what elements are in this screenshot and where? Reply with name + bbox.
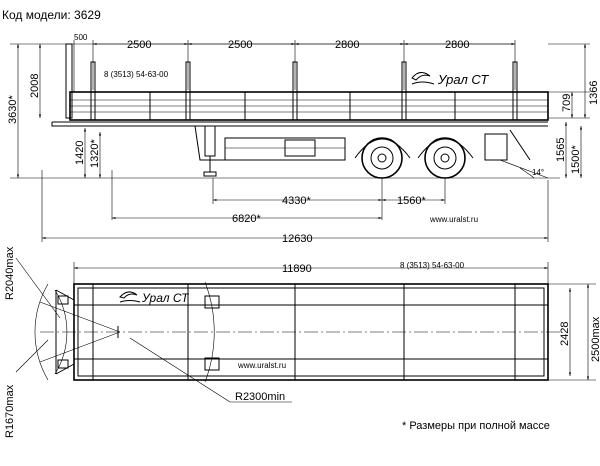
top-logo: Урал СТ bbox=[119, 291, 190, 305]
dim-2008: 2008 bbox=[29, 74, 41, 98]
side-logo: Урал СТ bbox=[411, 72, 489, 87]
dim-1320: 1320* bbox=[89, 139, 101, 168]
dim-2500max: 2500max bbox=[590, 316, 600, 362]
dim-2800-a: 2800 bbox=[335, 39, 359, 51]
dim-angle: 14° bbox=[532, 168, 544, 177]
dim-4330: 4330* bbox=[282, 195, 311, 207]
dim-709: 709 bbox=[561, 94, 573, 112]
top-view: 11890 8 (3513) 54-63-00 bbox=[4, 246, 600, 438]
dim-6820: 6820* bbox=[232, 213, 261, 225]
model-code-label: Код модели: 3629 bbox=[2, 8, 101, 22]
dim-2500-a: 2500 bbox=[127, 39, 151, 51]
dim-1560: 1560* bbox=[397, 195, 426, 207]
side-phone: 8 (3513) 54-63-00 bbox=[104, 70, 169, 79]
top-logo-text: Урал СТ bbox=[141, 291, 190, 305]
radius-1670max: R1670max bbox=[4, 384, 16, 438]
radius-2040max: R2040max bbox=[4, 246, 16, 300]
dim-12630: 12630 bbox=[282, 233, 313, 245]
radius-2300min: R2300min bbox=[235, 391, 285, 403]
side-view: 500 2500 2500 2800 2800 3630* 2008 1420 … bbox=[7, 33, 600, 245]
stake-posts bbox=[90, 61, 518, 121]
side-logo-text: Урал СТ bbox=[437, 72, 489, 87]
dim-3630: 3630* bbox=[7, 95, 19, 124]
dim-2500-b: 2500 bbox=[228, 39, 252, 51]
dim-1366: 1366 bbox=[588, 81, 600, 105]
side-url: www.uralst.ru bbox=[429, 215, 478, 224]
dim-1420: 1420 bbox=[74, 141, 86, 165]
deck-crossmembers bbox=[92, 284, 516, 380]
dim-11890: 11890 bbox=[282, 263, 312, 275]
footnote: * Размеры при полной массе bbox=[402, 420, 550, 432]
top-url: www.uralst.ru bbox=[237, 361, 286, 370]
dim-500: 500 bbox=[74, 33, 88, 42]
dim-1565: 1565 bbox=[555, 138, 567, 162]
dim-2800-b: 2800 bbox=[445, 39, 469, 51]
dim-1500: 1500* bbox=[570, 145, 582, 174]
top-phone: 8 (3513) 54-63-00 bbox=[400, 261, 465, 270]
dim-2428: 2428 bbox=[559, 322, 571, 346]
